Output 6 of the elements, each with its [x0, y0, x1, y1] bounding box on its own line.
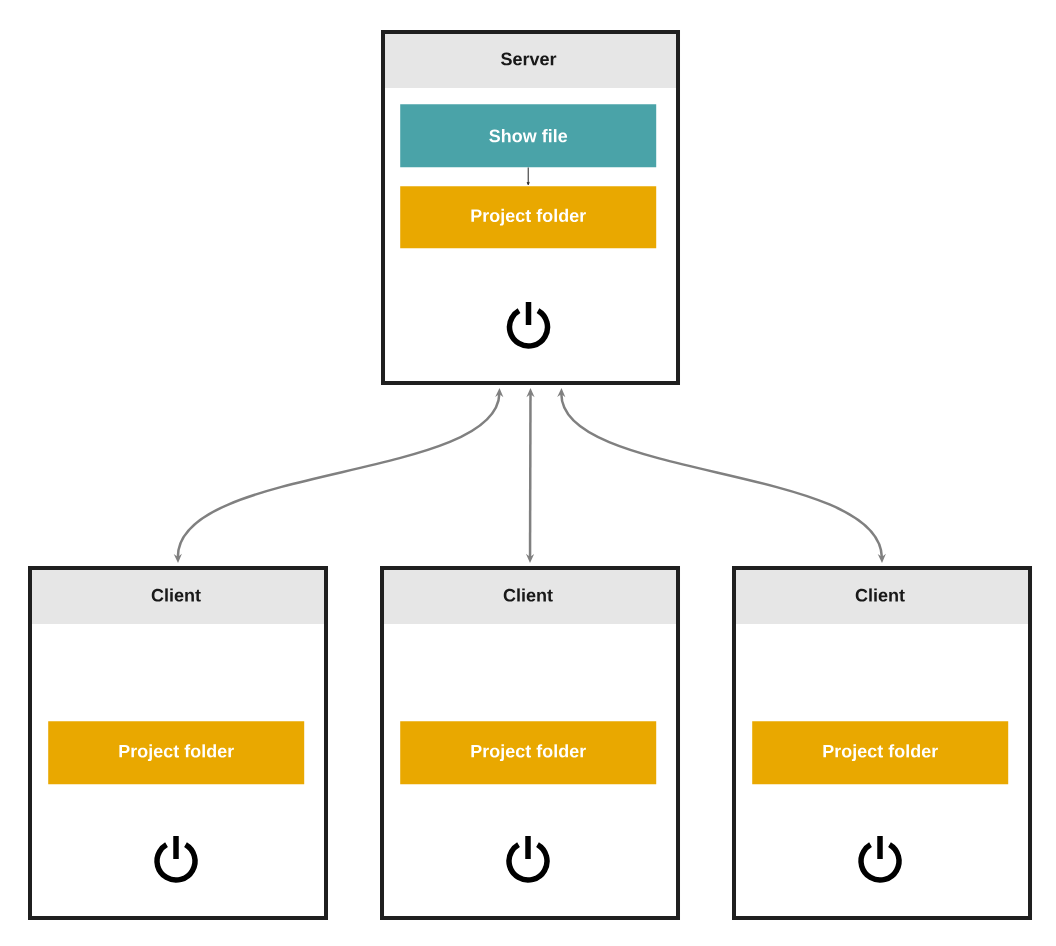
file-box: Show file: [400, 104, 657, 168]
folder-box: Project folder: [48, 721, 305, 785]
folder-box: Project folder: [752, 721, 1009, 785]
folder-box: Project folder: [400, 186, 657, 249]
arrow: [526, 166, 530, 186]
folder-box: Project folder: [400, 721, 657, 785]
